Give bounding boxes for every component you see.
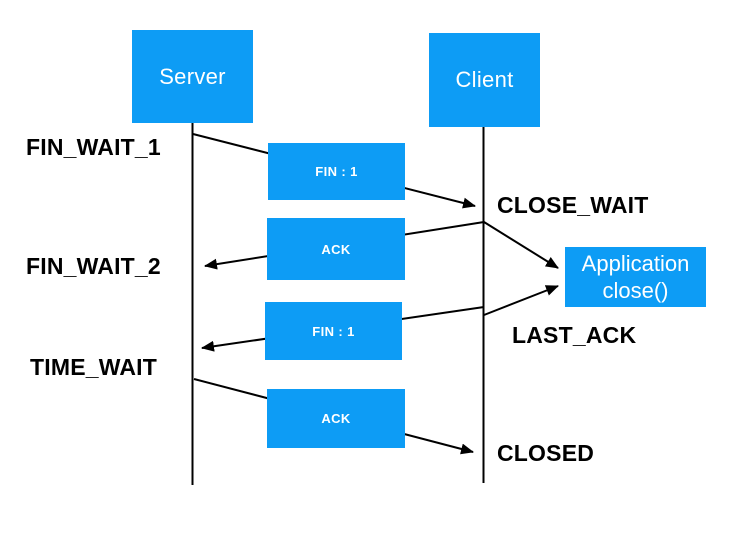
actor-client-label: Client <box>455 67 514 92</box>
message-fin-2-label: FIN : 1 <box>312 323 355 339</box>
message-box-ack-2: ACK <box>267 389 405 448</box>
message-ack-2-label: ACK <box>321 411 351 426</box>
arrow-close-wait-to-app-close <box>483 221 559 269</box>
state-label-fin-wait-1: FIN_WAIT_1 <box>26 134 161 160</box>
state-label-fin-wait-2: FIN_WAIT_2 <box>26 253 161 279</box>
actor-server-box: Server <box>132 30 253 123</box>
actor-server-label: Server <box>159 63 226 89</box>
actor-client-box: Client <box>429 33 540 127</box>
state-label-close-wait: CLOSE_WAIT <box>497 192 649 218</box>
message-box-fin-2: FIN : 1 <box>265 302 402 360</box>
message-box-ack-1: ACK <box>267 218 405 280</box>
state-label-last-ack: LAST_ACK <box>512 322 637 348</box>
message-ack-1-label: ACK <box>321 241 351 257</box>
message-box-fin-1: FIN : 1 <box>268 143 405 200</box>
application-close-line2: close() <box>602 278 669 303</box>
state-label-closed: CLOSED <box>497 440 595 466</box>
state-label-time-wait: TIME_WAIT <box>30 354 158 380</box>
application-close-box: Application close() <box>565 247 706 307</box>
arrow-last-ack-to-app-close <box>483 285 559 316</box>
message-fin-1-label: FIN : 1 <box>315 164 358 179</box>
application-close-line1: Application <box>581 251 690 276</box>
